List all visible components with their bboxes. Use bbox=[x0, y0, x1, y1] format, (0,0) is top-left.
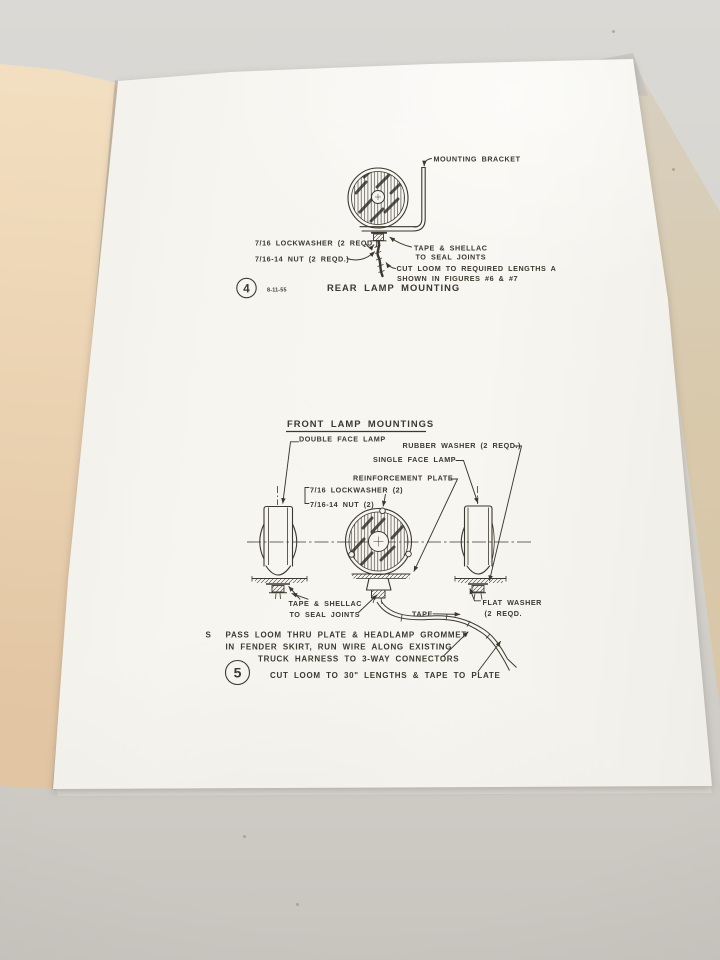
label-reinforcement: REINFORCEMENT PLATE bbox=[353, 474, 453, 483]
front-lamp-figure: FRONT LAMP MOUNTINGS bbox=[206, 418, 543, 686]
label-lockwasher: 7/16 LOCKWASHER (2 REQD.) bbox=[255, 239, 378, 248]
label-cut-loom-1: CUT LOOM TO REQUIRED LENGTHS A bbox=[397, 264, 557, 273]
rear-loom bbox=[374, 239, 385, 278]
leader-cut-loom-2 bbox=[477, 641, 501, 672]
leader-tape-shellac bbox=[389, 236, 412, 248]
leader-cut-loom bbox=[385, 262, 396, 269]
label-cut-loom-2: SHOWN IN FIGURES #6 & #7 bbox=[397, 274, 518, 283]
dust-speck bbox=[612, 30, 615, 33]
note-line-3: TRUCK HARNESS TO 3-WAY CONNECTORS bbox=[258, 655, 459, 664]
leader-reinforcement bbox=[413, 478, 459, 572]
leader-single-face bbox=[455, 460, 479, 504]
dust-speck bbox=[243, 835, 246, 838]
double-face-lamp-shape bbox=[251, 505, 308, 600]
single-face-lamp-shape bbox=[454, 505, 507, 600]
leader-lockwasher bbox=[365, 243, 374, 251]
label-tape2: TAPE bbox=[412, 610, 433, 619]
leader-truck-harness bbox=[442, 631, 469, 657]
figure-5-number: 5 bbox=[234, 665, 242, 681]
label-rubber-washer: RUBBER WASHER (2 REQD.) bbox=[403, 441, 522, 450]
label-nut: 7/16-14 NUT (2 REQD.) bbox=[255, 255, 349, 264]
figure-5-circle bbox=[224, 659, 251, 686]
leader-nut bbox=[346, 251, 375, 261]
leader-tape-shellac-b bbox=[291, 593, 309, 600]
rim-bolt-right bbox=[405, 550, 412, 558]
rear-lamp-reflections bbox=[354, 171, 403, 223]
dust-speck bbox=[296, 903, 299, 906]
label-tape-shellac-2: TO SEAL JOINTS bbox=[416, 253, 487, 262]
label-nut2: 7/16-14 NUT (2) bbox=[310, 500, 374, 509]
rear-lamp-rim bbox=[347, 167, 409, 229]
leader-lockwasher2 bbox=[381, 494, 387, 507]
leader-tape-shellac-c bbox=[358, 594, 378, 613]
left-fender-plate-hatch bbox=[255, 579, 305, 583]
note-line-1: PASS LOOM THRU PLATE & HEADLAMP GROMMET bbox=[226, 631, 467, 640]
label-flat-washer-2: (2 REQD. bbox=[485, 609, 523, 618]
leader-rubber-washer bbox=[488, 445, 523, 582]
leader-double-face bbox=[281, 441, 299, 504]
note-marker: S bbox=[206, 631, 212, 640]
right-fender-plate-hatch bbox=[458, 579, 503, 583]
reinforcement-plate-shape bbox=[352, 574, 410, 579]
rear-lamp-figure: MOUNTING BRACKET 7/16 LOCKWASHER (2 REQD… bbox=[236, 155, 557, 299]
figure-4-number: 4 bbox=[243, 283, 250, 295]
leader-mounting-bracket bbox=[422, 158, 432, 167]
note-line-2: IN FENDER SKIRT, RUN WIRE ALONG EXISTING bbox=[226, 643, 453, 652]
rim-bolt-left bbox=[348, 551, 355, 558]
label-tape-shellac-1: TAPE & SHELLAC bbox=[414, 244, 487, 253]
label-tape-shellac2-1: TAPE & SHELLAC bbox=[289, 599, 362, 608]
leader-tape bbox=[432, 612, 461, 617]
front-figure-title: FRONT LAMP MOUNTINGS bbox=[287, 418, 434, 429]
leader-flat-washer bbox=[469, 588, 481, 602]
leader-tape-shellac-a bbox=[288, 586, 301, 600]
dust-speck bbox=[672, 168, 675, 171]
label-bracket bbox=[304, 487, 310, 504]
label-lockwasher2: 7/16 LOCKWASHER (2) bbox=[310, 486, 403, 495]
label-mounting-bracket: MOUNTING BRACKET bbox=[434, 155, 521, 164]
figure-4-circle bbox=[236, 277, 257, 299]
label-cut-loom-plate: CUT LOOM TO 30" LENGTHS & TAPE TO PLATE bbox=[270, 671, 501, 680]
rim-bolt-top bbox=[379, 507, 386, 515]
label-double-face: DOUBLE FACE LAMP bbox=[299, 435, 386, 444]
center-lamp-shape bbox=[344, 507, 413, 605]
rear-figure-title: REAR LAMP MOUNTING bbox=[327, 282, 460, 293]
label-flat-washer-1: FLAT WASHER bbox=[483, 598, 543, 607]
label-tape-shellac2-2: TO SEAL JOINTS bbox=[290, 610, 361, 619]
label-single-face: SINGLE FACE LAMP bbox=[373, 455, 456, 464]
figure-4-date: 8-11-55 bbox=[267, 288, 287, 294]
mounting-bracket-shape bbox=[359, 166, 426, 232]
